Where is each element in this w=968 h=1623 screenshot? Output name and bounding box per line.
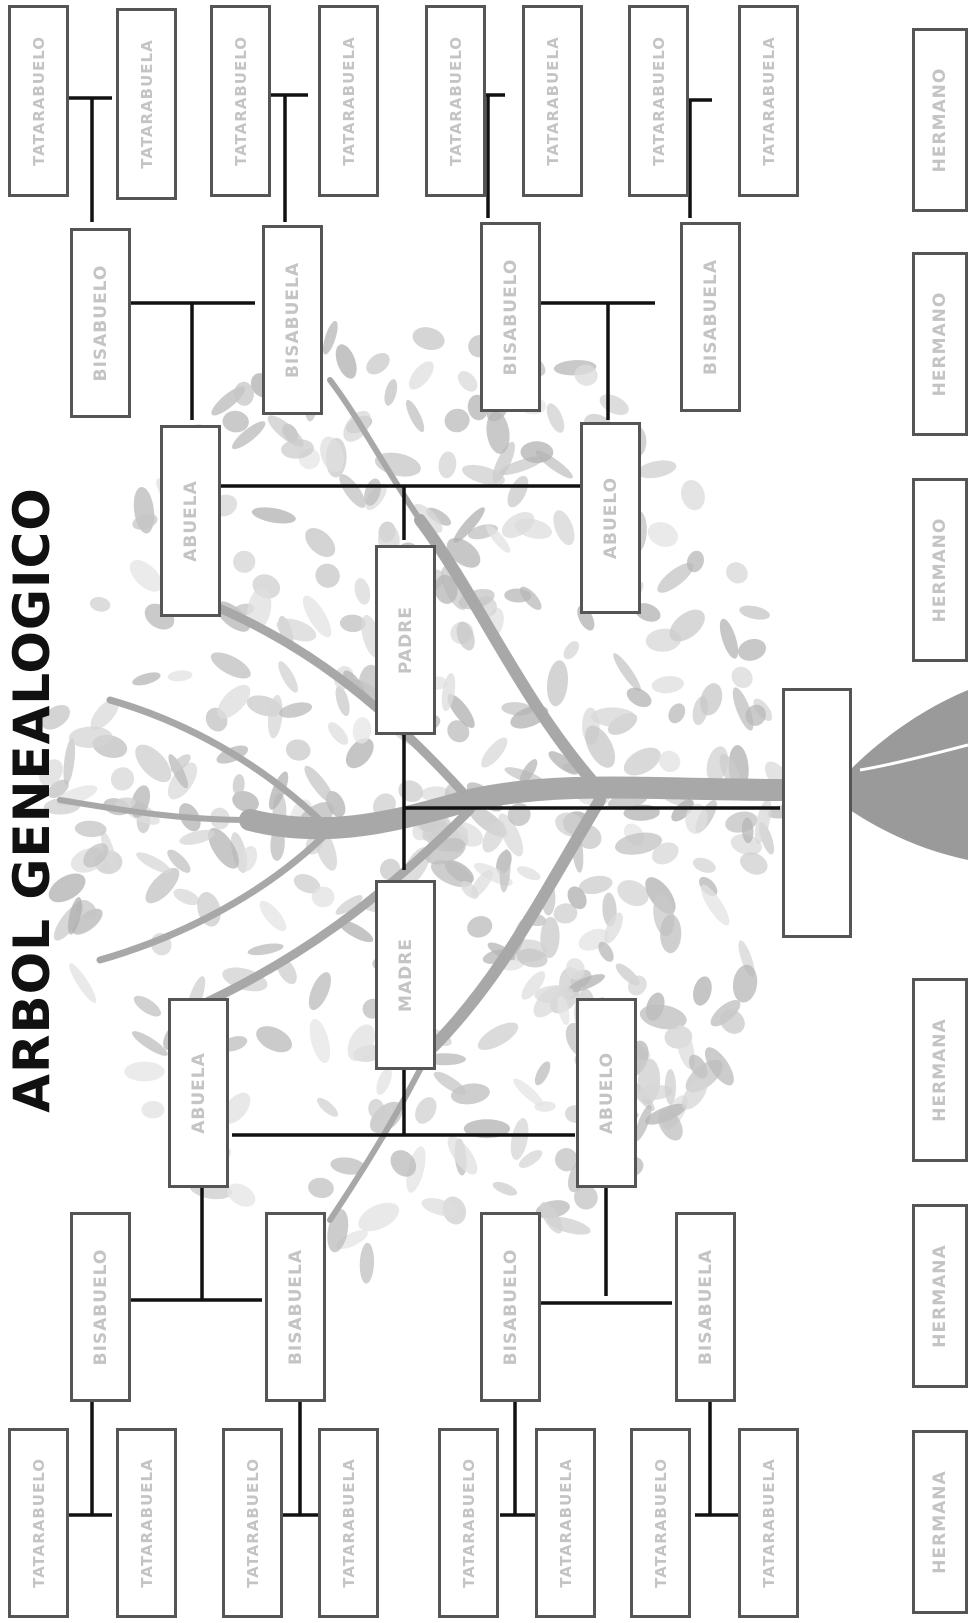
ancestor-box-tatarabuela: TATARABUELA [318,5,379,197]
box-label: TATARABUELA [138,1458,156,1587]
box-label: TATARABUELO [232,36,250,166]
box-label: TATARABUELO [652,1458,670,1588]
box-label: TATARABUELA [544,36,562,165]
box-label: BISABUELO [91,265,111,382]
box-label: HERMANA [930,1470,950,1573]
box-label: TATARABUELO [650,36,668,166]
self-box [782,688,852,938]
ancestor-box-tatarabuelo: TATARABUELO [630,1428,691,1618]
box-label: BISABUELA [701,259,721,375]
sibling-box-hermano: HERMANO [912,478,968,662]
box-label: TATARABUELA [760,36,778,165]
sibling-box-hermana: HERMANA [912,1430,968,1614]
ancestor-box-tatarabuela: TATARABUELA [318,1428,379,1618]
ancestor-box-tatarabuelo: TATARABUELO [8,5,69,197]
parent-box-madre: MADRE [375,880,436,1070]
box-label: TATARABUELO [447,36,465,166]
box-label: PADRE [396,606,416,674]
box-label: ABUELA [181,480,201,562]
sibling-box-hermana: HERMANA [912,978,968,1162]
box-label: TATARABUELA [340,36,358,165]
ancestor-box-tatarabuelo: TATARABUELO [628,5,689,197]
ancestor-box-bisabuela: BISABUELA [680,222,741,412]
ancestor-box-tatarabuela: TATARABUELA [738,5,799,197]
sibling-box-hermano: HERMANO [912,28,968,212]
ancestor-box-tatarabuela: TATARABUELA [116,1428,177,1618]
box-label: HERMANO [930,292,950,397]
box-label: BISABUELO [501,1249,521,1366]
box-label: ABUELO [597,1052,617,1134]
box-label: TATARABUELA [760,1458,778,1587]
grandparent-box-abuelo: ABUELO [576,998,637,1188]
ancestor-box-bisabuelo: BISABUELO [70,228,131,418]
box-label: BISABUELA [283,262,303,378]
page-title: ARBOL GENEALOGICO [3,487,61,1112]
grandparent-box-abuelo: ABUELO [580,422,641,614]
box-label: TATARABUELO [30,36,48,166]
ancestor-box-tatarabuelo: TATARABUELO [222,1428,283,1618]
box-label: TATARABUELA [138,39,156,168]
box-label: BISABUELO [501,259,521,376]
box-label: ABUELO [601,477,621,559]
sibling-box-hermana: HERMANA [912,1204,968,1388]
box-label: HERMANA [930,1018,950,1121]
box-label: BISABUELA [286,1249,306,1365]
sibling-box-hermano: HERMANO [912,252,968,436]
ancestor-box-tatarabuelo: TATARABUELO [438,1428,499,1618]
box-label: BISABUELO [91,1249,111,1366]
ancestor-box-tatarabuela: TATARABUELA [738,1428,799,1618]
box-label: MADRE [396,938,416,1012]
box-label: BISABUELA [696,1249,716,1365]
grandparent-box-abuela: ABUELA [168,998,229,1188]
box-label: HERMANO [930,68,950,173]
ancestor-box-bisabuelo: BISABUELO [480,222,541,412]
grandparent-box-abuela: ABUELA [160,425,221,617]
box-label: TATARABUELA [557,1458,575,1587]
ancestor-box-tatarabuela: TATARABUELA [116,8,177,200]
box-label: TATARABUELO [460,1458,478,1588]
ancestor-box-bisabuelo: BISABUELO [480,1212,541,1402]
ancestor-box-tatarabuelo: TATARABUELO [210,5,271,197]
box-label: TATARABUELO [30,1458,48,1588]
ancestor-box-tatarabuela: TATARABUELA [522,5,583,197]
ancestor-box-tatarabuelo: TATARABUELO [425,5,486,197]
box-label: TATARABUELA [340,1458,358,1587]
box-label: HERMANA [930,1244,950,1347]
box-label: HERMANO [930,518,950,623]
parent-box-padre: PADRE [375,545,436,735]
ancestor-box-bisabuela: BISABUELA [262,225,323,415]
ancestor-box-tatarabuela: TATARABUELA [535,1428,596,1618]
box-label: ABUELA [189,1052,209,1134]
ancestor-box-bisabuela: BISABUELA [675,1212,736,1402]
box-label: TATARABUELO [244,1458,262,1588]
ancestor-box-tatarabuelo: TATARABUELO [8,1428,69,1618]
ancestor-box-bisabuelo: BISABUELO [70,1212,131,1402]
ancestor-box-bisabuela: BISABUELA [265,1212,326,1402]
